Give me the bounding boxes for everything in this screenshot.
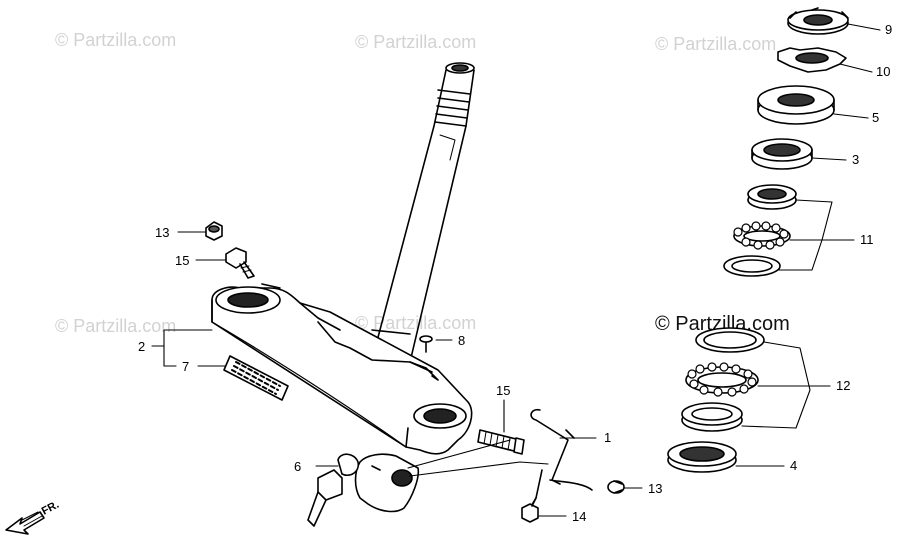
callout-9: 9 [885, 22, 892, 37]
cable-guide [529, 408, 593, 509]
callout-7: 7 [182, 359, 189, 374]
front-direction-arrow [5, 511, 45, 535]
bottom-bridge [211, 283, 473, 455]
screw-8 [419, 335, 433, 353]
callout-labels: 9 10 5 3 11 12 4 13 15 2 7 8 6 15 1 13 1… [40, 22, 892, 524]
front-label: FR. [40, 499, 61, 518]
callout-6: 6 [294, 459, 301, 474]
adjusting-nut-5 [757, 85, 835, 125]
watermark: © Partzilla.com [655, 34, 777, 54]
bolt-15-lower [477, 429, 525, 455]
watermark: © Partzilla.com [355, 313, 477, 333]
dust-seal-4 [667, 441, 737, 473]
bolt-14 [521, 497, 539, 523]
callout-10: 10 [876, 64, 890, 79]
bearing-12 [685, 362, 759, 397]
dust-seal-3 [751, 138, 813, 170]
callout-3: 3 [852, 152, 859, 167]
grommet-13-lower [607, 480, 625, 494]
watermark: © Partzilla.com [55, 316, 177, 336]
callout-2: 2 [138, 339, 145, 354]
callout-12: 12 [836, 378, 850, 393]
watermark: © Partzilla.com [355, 32, 477, 52]
bolt-15-top [225, 247, 255, 279]
callout-15-top: 15 [175, 253, 189, 268]
lock-washer-10 [777, 47, 847, 73]
callout-13-lower: 13 [648, 481, 662, 496]
leader-lines [151, 23, 881, 517]
callout-11: 11 [860, 232, 874, 247]
callout-14: 14 [572, 509, 586, 524]
race-12-bottom [681, 402, 743, 432]
watermark: © Partzilla.com [55, 30, 177, 50]
callout-5: 5 [872, 110, 879, 125]
steering-lock [307, 453, 420, 527]
callout-13-top: 13 [155, 225, 169, 240]
watermark-main: © Partzilla.com [655, 313, 790, 335]
callout-1: 1 [604, 430, 611, 445]
nut-13-top [205, 221, 223, 241]
steering-stem [371, 62, 475, 363]
lower-race-11 [723, 255, 781, 277]
race-12-top [695, 327, 765, 353]
lock-nut-9 [787, 7, 849, 35]
upper-race-11 [747, 184, 797, 210]
callout-4: 4 [790, 458, 797, 473]
callout-15-lower: 15 [496, 383, 510, 398]
callout-8: 8 [458, 333, 465, 348]
honda-emblem [223, 355, 289, 401]
ball-bearing-11 [733, 221, 791, 250]
